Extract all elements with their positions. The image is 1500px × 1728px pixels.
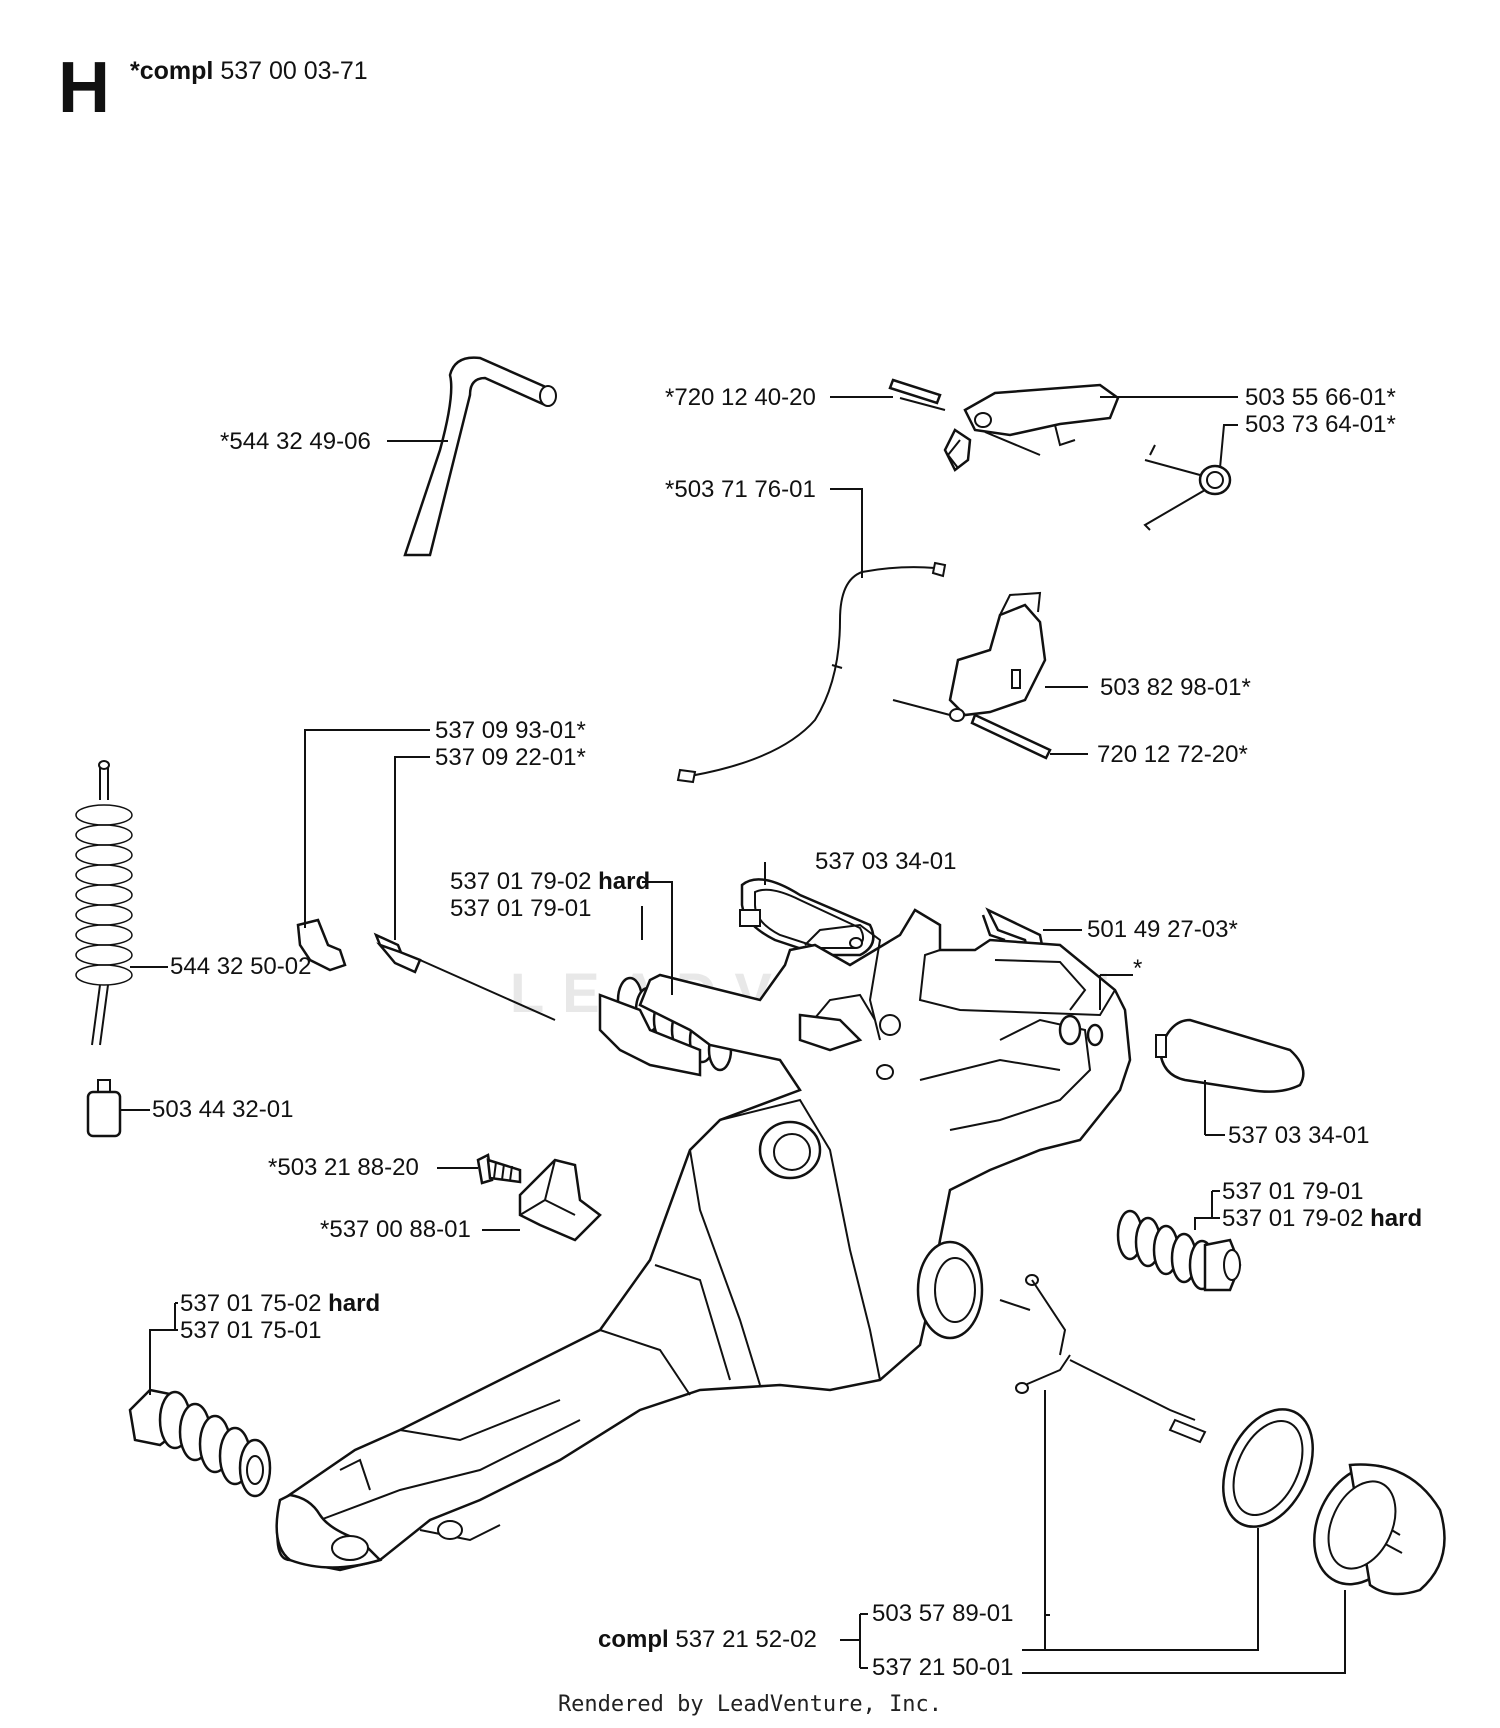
coil-hose-part[interactable] (75, 760, 133, 1046)
spring-left-part[interactable] (128, 1388, 272, 1498)
tank-housing-part[interactable] (275, 908, 1132, 1572)
cover-right-part[interactable] (1155, 1018, 1305, 1093)
label-pin-top[interactable]: *720 12 40-20 (665, 384, 816, 411)
spring-left-a-suffix: hard (328, 1290, 381, 1317)
throttle-lever-part[interactable] (899, 383, 1120, 472)
label-block[interactable]: *537 00 88-01 (320, 1216, 471, 1243)
section-letter: H (58, 48, 110, 128)
label-lever[interactable]: 503 55 66-01* (1245, 384, 1396, 411)
label-spring-mid-a[interactable]: 537 01 79-02 hard (450, 868, 650, 896)
label-lock-a[interactable]: 537 09 93-01* (435, 717, 586, 744)
fuel-hose-part[interactable] (403, 356, 557, 557)
pin-top-part[interactable] (888, 378, 942, 405)
compl-prefix: *compl (130, 57, 214, 85)
block-part[interactable] (518, 1158, 602, 1242)
compl-bottom-number: 537 21 52-02 (675, 1626, 817, 1653)
cable-part[interactable] (676, 561, 947, 784)
label-screw[interactable]: *503 21 88-20 (268, 1154, 419, 1181)
label-spring-small[interactable]: 503 73 64-01* (1245, 411, 1396, 438)
cover-top-part[interactable] (739, 878, 875, 957)
spring-right-b-suffix: hard (1370, 1205, 1423, 1232)
small-spring-part[interactable] (1143, 444, 1232, 531)
compl-bottom-prefix: compl (598, 1626, 669, 1653)
label-cap[interactable]: 537 21 50-01 (872, 1654, 1014, 1681)
label-cover-right[interactable]: 537 03 34-01 (1228, 1122, 1370, 1149)
label-tank-star[interactable]: * (1133, 955, 1143, 982)
label-spring-left-b[interactable]: 537 01 75-01 (180, 1317, 322, 1344)
screw-part[interactable] (476, 1153, 522, 1185)
fuel-cap-part[interactable] (1296, 1450, 1446, 1600)
label-clip[interactable]: 501 49 27-03* (1087, 916, 1238, 943)
throttle-lock-part[interactable] (296, 918, 556, 1021)
pickup-part[interactable] (999, 1274, 1207, 1444)
footer-credit: Rendered by LeadVenture, Inc. (557, 1692, 943, 1717)
label-spring-mid-b[interactable]: 537 01 79-01 (450, 895, 592, 922)
leader-lines (120, 396, 1346, 1674)
compl-number: 537 00 03-71 (220, 57, 368, 85)
filter-part[interactable] (86, 1079, 122, 1138)
label-bracket[interactable]: 503 82 98-01* (1100, 674, 1251, 701)
label-pin-bracket[interactable]: 720 12 72-20* (1097, 741, 1248, 768)
label-filter[interactable]: 503 44 32-01 (152, 1096, 294, 1123)
bracket-part[interactable] (892, 591, 1047, 722)
spring-mid-a-suffix: hard (598, 868, 651, 895)
label-spring-left-a[interactable]: 537 01 75-02 hard (180, 1290, 380, 1318)
spring-left-a-num: 537 01 75-02 (180, 1290, 322, 1317)
label-hose-top[interactable]: *544 32 49-06 (220, 428, 371, 455)
label-compl-bottom[interactable]: compl 537 21 52-02 (598, 1626, 817, 1654)
assembly-header: *compl 537 00 03-71 (130, 56, 368, 86)
seal-ring-part[interactable] (1206, 1395, 1331, 1541)
label-cover-top[interactable]: 537 03 34-01 (815, 848, 957, 875)
pin-bracket-part[interactable] (970, 713, 1052, 760)
label-spring-right-a[interactable]: 537 01 79-01 (1222, 1178, 1364, 1205)
spring-mid-a-num: 537 01 79-02 (450, 868, 592, 895)
label-coil-hose[interactable]: 544 32 50-02 (170, 953, 312, 980)
label-spring-right-b[interactable]: 537 01 79-02 hard (1222, 1205, 1422, 1233)
spring-right-part[interactable] (1116, 1209, 1242, 1292)
label-lock-b[interactable]: 537 09 22-01* (435, 744, 586, 771)
label-pickup[interactable]: 503 57 89-01 (872, 1600, 1014, 1627)
label-cable[interactable]: *503 71 76-01 (665, 476, 816, 503)
spring-right-b-num: 537 01 79-02 (1222, 1205, 1364, 1232)
